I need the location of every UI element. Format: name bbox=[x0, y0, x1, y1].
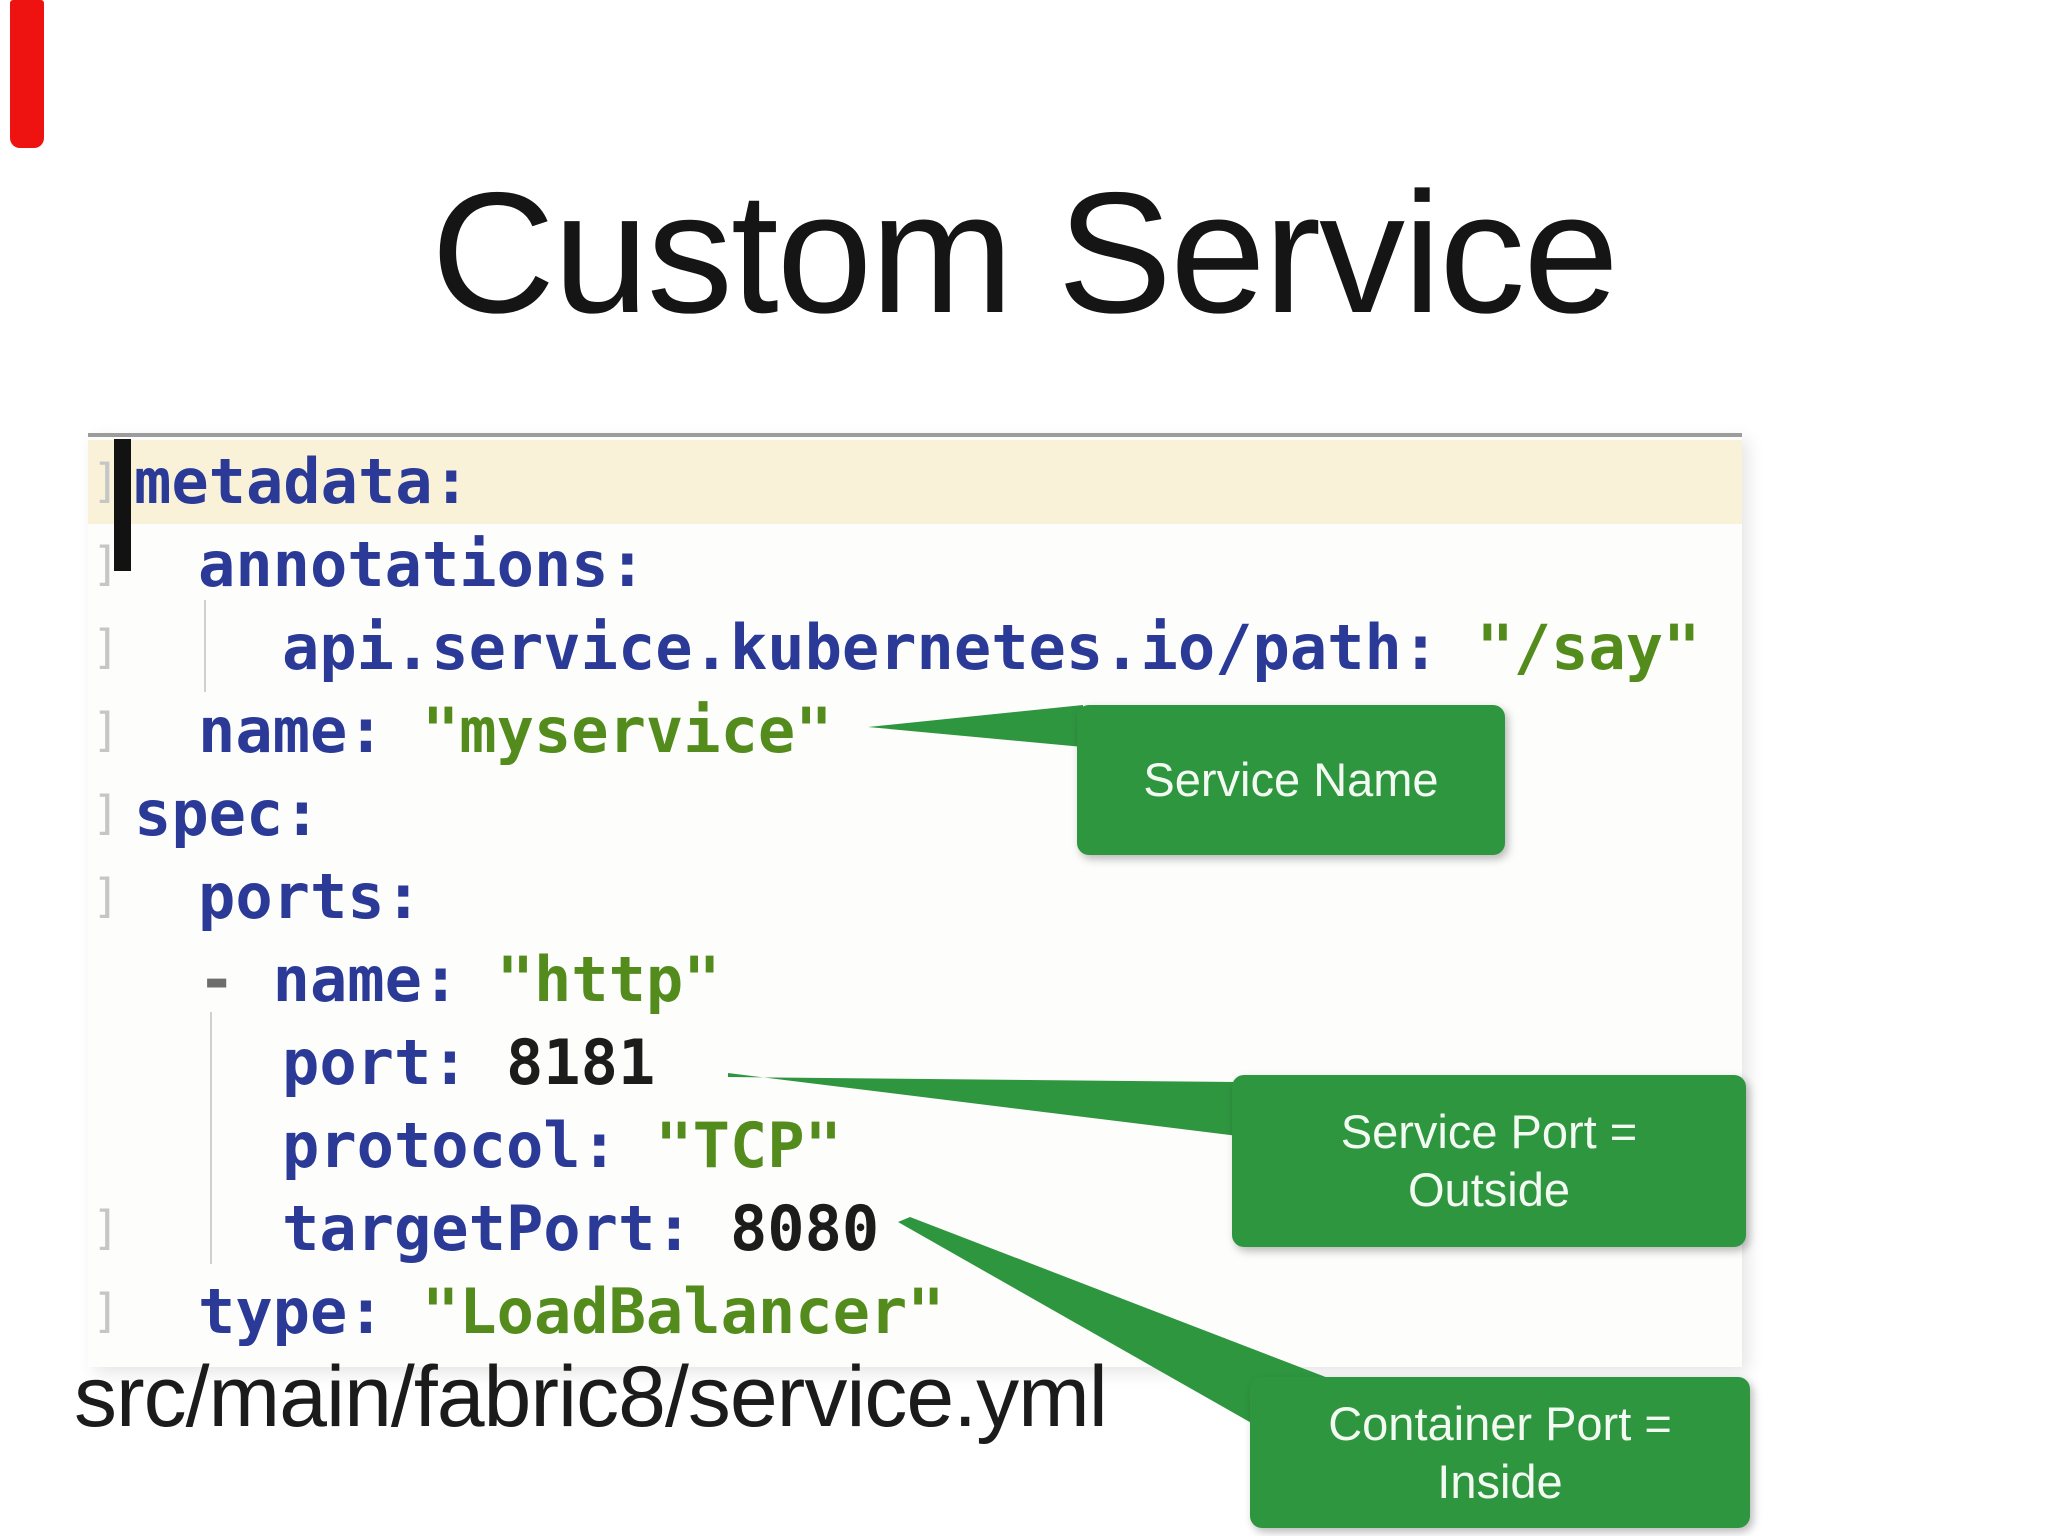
code-token-key: name: bbox=[272, 943, 460, 1016]
code-line: spec: bbox=[134, 772, 321, 855]
code-token-key: type: bbox=[198, 1275, 385, 1348]
code-line: name: "myservice" bbox=[198, 689, 833, 772]
fold-marker: ] bbox=[92, 454, 120, 508]
code-token-key: annotations: bbox=[198, 528, 646, 601]
code-token-sp bbox=[385, 694, 422, 767]
fold-marker: ] bbox=[92, 869, 120, 923]
code-token-key: spec: bbox=[134, 777, 321, 850]
code-token-sp bbox=[469, 1026, 506, 1099]
code-token-key: port: bbox=[282, 1026, 469, 1099]
code-token-str: "TCP" bbox=[655, 1109, 842, 1182]
code-token-sp bbox=[693, 1192, 730, 1265]
text-cursor bbox=[114, 439, 131, 571]
code-line: type: "LoadBalancer" bbox=[198, 1270, 945, 1353]
callout-service-name-label: Service Name bbox=[1143, 753, 1439, 806]
code-token-sp bbox=[1439, 611, 1476, 684]
code-token-str: "http" bbox=[496, 943, 721, 1016]
code-token-str: "/say" bbox=[1476, 611, 1701, 684]
indent-guide bbox=[210, 1012, 212, 1264]
callout-container-port-label: Container Port = Inside bbox=[1328, 1396, 1672, 1508]
code-token-key: metadata: bbox=[134, 445, 470, 518]
code-line: port: 8181 bbox=[282, 1021, 655, 1104]
callout-service-name: Service Name bbox=[1077, 705, 1505, 855]
code-token-dash: - bbox=[198, 943, 273, 1016]
code-token-str: "myservice" bbox=[421, 694, 833, 767]
code-token-key: api.service.kubernetes.io/path: bbox=[282, 611, 1440, 684]
code-line: - name: "http" bbox=[198, 938, 721, 1021]
callout-container-port: Container Port = Inside bbox=[1250, 1377, 1750, 1528]
callout-service-port-label: Service Port = Outside bbox=[1340, 1105, 1638, 1216]
current-line-highlight bbox=[88, 440, 1742, 524]
code-token-sp bbox=[385, 1275, 422, 1348]
code-token-num: 8080 bbox=[729, 1192, 880, 1265]
indent-guide bbox=[204, 600, 206, 692]
red-corner-marker bbox=[10, 0, 44, 148]
code-line: ports: bbox=[198, 855, 422, 938]
code-line: targetPort: 8080 bbox=[282, 1187, 879, 1270]
code-line: metadata: bbox=[134, 440, 470, 523]
code-editor-screenshot: ] metadata:] annotations:] api.service.kube… bbox=[88, 433, 1742, 1367]
slide-title: Custom Service bbox=[431, 157, 1619, 349]
source-path-label: src/main/fabric8/service.yml bbox=[74, 1349, 1108, 1445]
code-token-sp bbox=[618, 1109, 655, 1182]
fold-marker: ] bbox=[92, 1284, 120, 1338]
code-token-key: protocol: bbox=[282, 1109, 618, 1182]
code-token-key: targetPort: bbox=[282, 1192, 693, 1265]
code-token-key: name: bbox=[198, 694, 385, 767]
code-token-key: ports: bbox=[198, 860, 422, 933]
fold-marker: ] bbox=[92, 620, 120, 674]
code-line: api.service.kubernetes.io/path: "/say" bbox=[282, 606, 1700, 689]
code-token-num: 8181 bbox=[505, 1026, 656, 1099]
fold-marker: ] bbox=[92, 703, 120, 757]
callout-service-port: Service Port = Outside bbox=[1232, 1075, 1746, 1247]
code-token-str: "LoadBalancer" bbox=[421, 1275, 945, 1348]
code-line: protocol: "TCP" bbox=[282, 1104, 842, 1187]
code-line: annotations: bbox=[198, 523, 646, 606]
code-token-sp bbox=[459, 943, 496, 1016]
fold-marker: ] bbox=[92, 1201, 120, 1255]
fold-marker: ] bbox=[92, 537, 120, 591]
fold-marker: ] bbox=[92, 786, 120, 840]
